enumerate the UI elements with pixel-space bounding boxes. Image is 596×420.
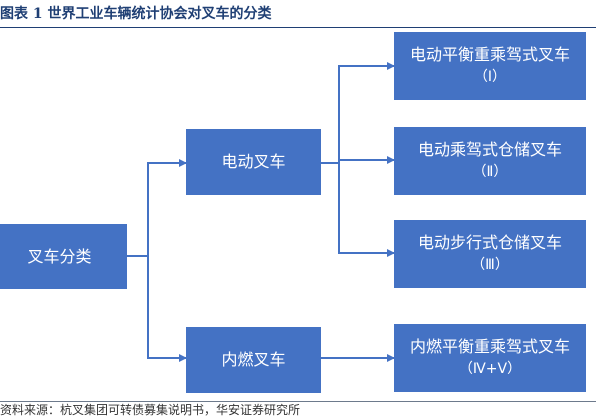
leaf-node-class: （Ⅰ） xyxy=(473,69,507,85)
leaf-node-label: 电动乘驾式仓储叉车 xyxy=(417,140,562,159)
leaf-node-class: （Ⅲ） xyxy=(471,257,509,273)
connector-root-to-electric xyxy=(127,159,187,257)
source-note: 资料来源：杭叉集团可转债募集说明书，华安证券研究所 xyxy=(0,403,301,417)
category-node-label: 电动叉车 xyxy=(221,152,286,171)
leaf-node-class-2: 电动乘驾式仓储叉车 （Ⅱ） xyxy=(394,127,586,195)
leaf-node-class-1: 电动平衡重乘驾式叉车 （Ⅰ） xyxy=(394,32,586,100)
connector-electric-to-leaf-1 xyxy=(321,62,395,164)
leaf-node-class-4-5: 内燃平衡重乘驾式叉车 （Ⅳ+Ⅴ） xyxy=(394,324,586,392)
leaf-node-class: （Ⅱ） xyxy=(472,164,508,180)
connector-electric-to-leaf-2 xyxy=(338,163,395,257)
category-node-electric: 电动叉车 xyxy=(186,129,321,195)
footer-divider xyxy=(0,401,596,402)
category-node-label: 内燃叉车 xyxy=(221,350,286,369)
leaf-node-class: （Ⅳ+Ⅴ） xyxy=(458,361,522,377)
leaf-node-label: 电动步行式仓储叉车 xyxy=(417,233,562,252)
title-divider xyxy=(0,27,596,28)
leaf-node-label: 电动平衡重乘驾式叉车 xyxy=(409,45,570,64)
leaf-node-class-3: 电动步行式仓储叉车 （Ⅲ） xyxy=(394,220,586,288)
root-node-label: 叉车分类 xyxy=(27,246,92,266)
connector-root-to-combustion xyxy=(147,256,187,362)
leaf-node-label: 内燃平衡重乘驾式叉车 xyxy=(409,337,570,356)
figure-title: 图表 1 世界工业车辆统计协会对叉车的分类 xyxy=(0,6,272,22)
category-node-combustion: 内燃叉车 xyxy=(186,327,321,393)
root-node: 叉车分类 xyxy=(0,224,127,289)
